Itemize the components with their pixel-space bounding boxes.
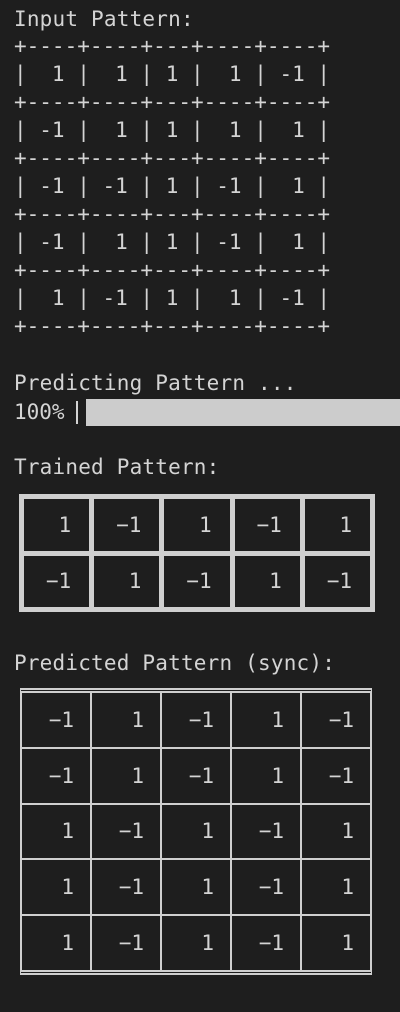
trained-pattern-cell: −1 [94, 499, 160, 551]
trained-pattern-cell: −1 [164, 555, 230, 607]
predicted-pattern-cell: −1 [232, 916, 300, 970]
predicted-pattern-cell: 1 [232, 693, 300, 747]
trained-pattern-heading: Trained Pattern: [14, 455, 220, 479]
trained-pattern-cell: 1 [164, 499, 230, 551]
progress-bar [86, 399, 400, 426]
predicted-pattern-cell: 1 [22, 804, 90, 859]
trained-pattern-cell: −1 [24, 555, 90, 607]
predicted-pattern-cell: 1 [162, 804, 230, 859]
predicted-pattern-cell: −1 [92, 916, 160, 970]
predicted-pattern-cell: −1 [162, 748, 230, 803]
input-pattern-table: +----+----+---+----+----+ | 1 | 1 | 1 | … [14, 34, 331, 338]
predicted-pattern-cell: 1 [22, 916, 90, 970]
trained-pattern-cell: −1 [234, 499, 300, 551]
trained-pattern-cell: 1 [24, 499, 90, 551]
predicted-pattern-cell: 1 [232, 748, 300, 803]
predicted-pattern-cell: −1 [232, 804, 300, 859]
predicted-pattern-cell: −1 [232, 860, 300, 915]
progress-percent: 100% [14, 400, 65, 424]
trained-pattern-cell: −1 [304, 555, 370, 607]
predicted-pattern-heading: Predicted Pattern (sync): [14, 651, 336, 675]
trained-pattern-cell: 1 [304, 499, 370, 551]
input-pattern-heading: Input Pattern: [14, 7, 194, 31]
progress-bar-fill [86, 399, 400, 426]
predicted-pattern-cell: −1 [22, 693, 90, 747]
trained-pattern-cell: 1 [94, 555, 160, 607]
predicted-pattern-cell: 1 [302, 860, 370, 915]
predicted-pattern-cell: 1 [302, 804, 370, 859]
predicted-pattern-cell: −1 [22, 748, 90, 803]
predicted-pattern-cell: 1 [92, 693, 160, 747]
predicted-pattern-cell: −1 [92, 804, 160, 859]
predicted-pattern-cell: 1 [92, 748, 160, 803]
predicted-pattern-cell: 1 [162, 860, 230, 915]
progress-divider [76, 401, 78, 424]
trained-pattern-cell: 1 [234, 555, 300, 607]
predicted-pattern-cell: −1 [302, 693, 370, 747]
predicted-pattern-cell: 1 [162, 916, 230, 970]
predicted-pattern-cell: 1 [302, 916, 370, 970]
predicted-pattern-cell: −1 [92, 860, 160, 915]
predicted-pattern-cell: −1 [162, 693, 230, 747]
predicting-status: Predicting Pattern ... [14, 371, 297, 395]
predicted-pattern-cell: 1 [22, 860, 90, 915]
predicted-pattern-cell: −1 [302, 748, 370, 803]
